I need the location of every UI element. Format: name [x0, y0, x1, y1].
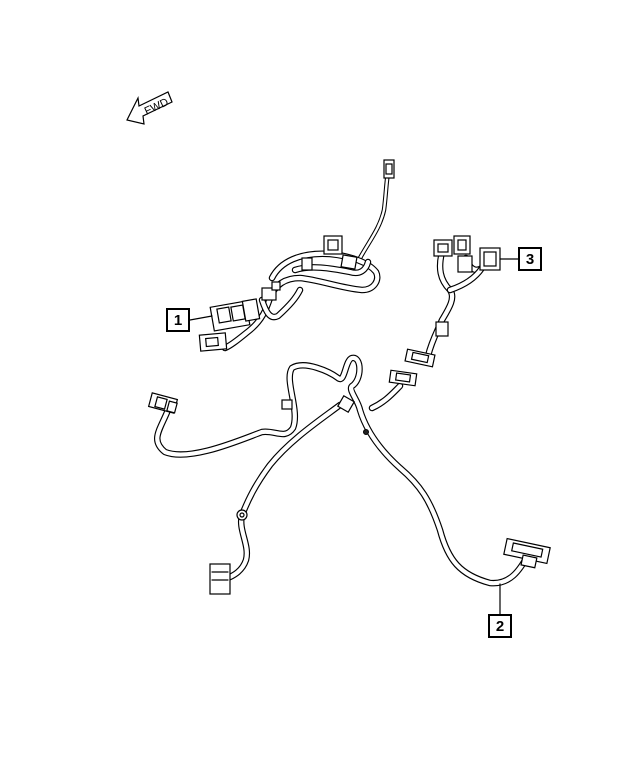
connector-harness3-end	[404, 348, 436, 368]
forward-arrow-icon: FWD	[126, 91, 173, 125]
connector-left	[147, 392, 179, 414]
callout-2: 2	[488, 614, 512, 638]
connector-right	[503, 537, 551, 569]
harness-1	[189, 159, 395, 352]
connector-block	[209, 298, 261, 332]
callout-1-number: 1	[173, 311, 183, 329]
callout-2-number: 2	[495, 617, 505, 635]
connector-mid-right	[388, 369, 418, 387]
harness-2	[147, 354, 551, 615]
callout-3: 3	[518, 247, 542, 271]
connector-lower	[198, 332, 228, 352]
connector-lower-left	[209, 563, 231, 595]
callout-3-number: 3	[525, 250, 535, 268]
forward-label: FWD	[143, 96, 171, 117]
connector-switch	[479, 247, 501, 271]
callout-1: 1	[166, 308, 190, 332]
harness-3	[404, 235, 519, 368]
